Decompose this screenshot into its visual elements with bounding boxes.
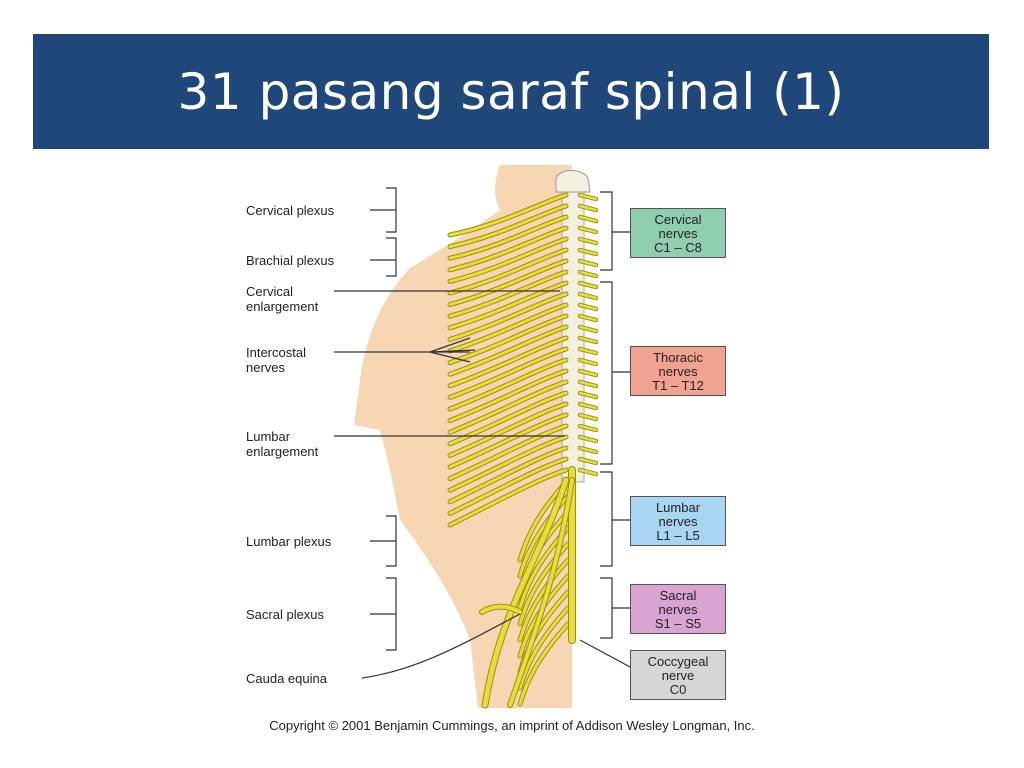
nerve-branch [448, 468, 568, 527]
nerve-branch [448, 292, 568, 341]
nerve-branch [578, 435, 598, 443]
box-thoracic-nerves: Thoracic nerves T1 – T12 [630, 346, 726, 396]
nerve-branch [448, 402, 568, 457]
box-coccygeal-nerve: Coccygeal nerve C0 [630, 650, 726, 700]
bracket-lines [334, 187, 633, 679]
nerve-branch [518, 622, 570, 706]
nerve-branch [448, 358, 568, 411]
label-cervical-enlargement-line1: Cervical [246, 284, 293, 299]
nerve-branch [578, 391, 598, 399]
nerve-branch [480, 604, 522, 614]
nerve-branch [578, 446, 598, 454]
box-cervical-nerves: Cervical nerves C1 – C8 [630, 208, 726, 258]
label-cervical-enlargement-line2: enlargement [246, 299, 319, 314]
box-cervical-line1: Cervical [654, 212, 702, 227]
slide-title: 31 pasang saraf spinal (1) [177, 62, 845, 121]
nerve-branch [578, 226, 598, 234]
nerve-branch [578, 237, 598, 245]
label-cervical-plexus: Cervical plexus [246, 203, 335, 218]
nerve-branch [578, 369, 598, 377]
box-lumbar-line3: L1 – L5 [656, 528, 700, 543]
nerve-branch [578, 204, 598, 212]
nerve-branch [508, 478, 574, 707]
nerve-branch [578, 457, 598, 465]
nerve-branch [448, 391, 568, 446]
box-thoracic-line2: nerves [658, 364, 698, 379]
label-sacral-plexus: Sacral plexus [246, 607, 325, 622]
nerve-branch [448, 248, 568, 295]
box-sacral-line1: Sacral [659, 588, 697, 603]
nerve-branch [448, 215, 568, 260]
label-brachial-plexus: Brachial plexus [246, 253, 335, 268]
skull-base [555, 170, 591, 193]
nerve-branch [448, 435, 568, 492]
nerve-branch [518, 542, 570, 626]
box-lumbar-line2: nerves [658, 514, 698, 529]
nerve-branch [448, 380, 568, 434]
nerve-branch [578, 303, 598, 311]
nerve-branch [448, 281, 568, 330]
label-lumbar-enlargement-line1: Lumbar [246, 429, 291, 444]
nerve-branch [518, 558, 570, 642]
nerve-branch [448, 336, 568, 388]
nerve-branch [518, 606, 570, 690]
nerve-branch [578, 358, 598, 366]
box-coccygeal-line2: nerve [661, 668, 695, 683]
box-coccygeal-line1: Coccygeal [647, 654, 709, 669]
nerve-branch [448, 270, 568, 318]
box-thoracic-line1: Thoracic [653, 350, 703, 365]
nerve-branch [578, 424, 598, 432]
nerve-branch [578, 468, 598, 476]
nerve-branch [578, 314, 598, 322]
nerve-branch [448, 446, 568, 504]
box-coccygeal-line3: C0 [669, 682, 687, 697]
nerve-branch [448, 303, 568, 353]
nerve-branch [448, 226, 568, 272]
nerve-branch [578, 402, 598, 410]
nerve-branch [578, 248, 598, 256]
nerve-branch [578, 259, 598, 267]
nerve-branch [448, 369, 568, 423]
box-sacral-nerves: Sacral nerves S1 – S5 [630, 584, 726, 634]
nerve-branch [578, 347, 598, 355]
box-lumbar-nerves: Lumbar nerves L1 – L5 [630, 496, 726, 546]
nerve-branch [518, 494, 570, 578]
nerve-branch [482, 477, 569, 708]
nerve-branch [578, 292, 598, 300]
label-cauda-equina: Cauda equina [246, 671, 327, 686]
nerve-branch [578, 281, 598, 289]
nerve-branch [448, 424, 568, 481]
box-cervical-line3: C1 – C8 [654, 240, 702, 255]
copyright-notice: Copyright © 2001 Benjamin Cummings, an i… [269, 718, 755, 733]
nerve-branch [448, 457, 568, 515]
nerve-branch [578, 325, 598, 333]
nerve-branch [448, 193, 568, 237]
nerve-branches [447, 192, 599, 709]
label-lumbar-plexus: Lumbar plexus [246, 534, 332, 549]
box-thoracic-line3: T1 – T12 [652, 378, 704, 393]
box-lumbar-line1: Lumbar [655, 500, 701, 515]
box-sacral-line3: S1 – S5 [654, 616, 702, 631]
label-intercostal-line2: nerves [246, 360, 286, 375]
nerve-branch [578, 215, 598, 223]
title-bar: 31 pasang saraf spinal (1) [33, 34, 989, 149]
nerve-branch [448, 259, 568, 307]
nerve-branch [578, 193, 598, 201]
nerve-branch [448, 325, 568, 376]
nerve-branch [578, 413, 598, 421]
nerve-branch [578, 380, 598, 388]
label-lumbar-enlargement-line2: enlargement [246, 444, 319, 459]
box-sacral-line2: nerves [658, 602, 698, 617]
nerve-branch [578, 336, 598, 344]
box-cervical-line2: nerves [658, 226, 698, 241]
label-intercostal-line1: Intercostal [246, 345, 306, 360]
nerve-branch [448, 347, 568, 399]
nerve-branch [448, 314, 568, 365]
nerve-branch [448, 237, 568, 283]
nerve-branch [578, 270, 598, 278]
nerve-branch [448, 204, 568, 249]
